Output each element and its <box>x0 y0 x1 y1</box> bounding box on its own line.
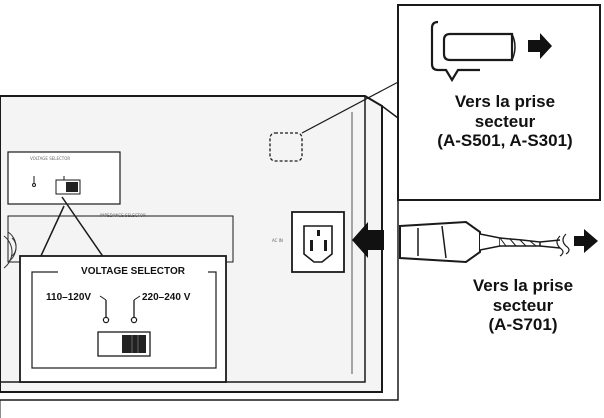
voltage-option-110: 110–120V <box>46 292 92 303</box>
label-top-line-2: secteur <box>474 111 536 131</box>
ac-in-label: AC IN <box>272 238 283 243</box>
arrow-right-icon <box>528 33 552 59</box>
small-voltage-selector <box>7 151 121 205</box>
label-top: Vers la prise secteur (A-S501, A-S301) <box>415 92 595 151</box>
label-bottom-line-1: Vers la prise <box>472 276 574 295</box>
top-callout-box <box>397 4 601 201</box>
ac-inlet <box>291 211 345 273</box>
zoom-voltage-title: VOLTAGE SELECTOR <box>58 266 208 277</box>
label-top-line-1: Vers la prise <box>454 92 556 111</box>
voltage-option-220: 220–240 V <box>142 292 191 303</box>
small-voltage-title: VOLTAGE SELECTOR <box>30 156 71 161</box>
zoom-callout-lines <box>39 196 105 259</box>
label-bottom-line-3: (A-S701) <box>488 315 558 335</box>
label-top-line-3: (A-S501, A-S301) <box>437 131 573 151</box>
zoom-box <box>19 255 227 383</box>
label-bottom: Vers la prise secteur (A-S701) <box>448 276 598 335</box>
label-bottom-line-2: secteur <box>492 295 554 315</box>
outlet-location <box>269 79 403 162</box>
wall-plug-icon <box>430 20 516 83</box>
impedance-title: IMPEDANCE SELECTOR <box>100 213 146 218</box>
insert-arrow-icon <box>352 222 384 258</box>
cord-arrow-right-icon <box>574 229 598 253</box>
power-cord-plug <box>399 220 570 264</box>
